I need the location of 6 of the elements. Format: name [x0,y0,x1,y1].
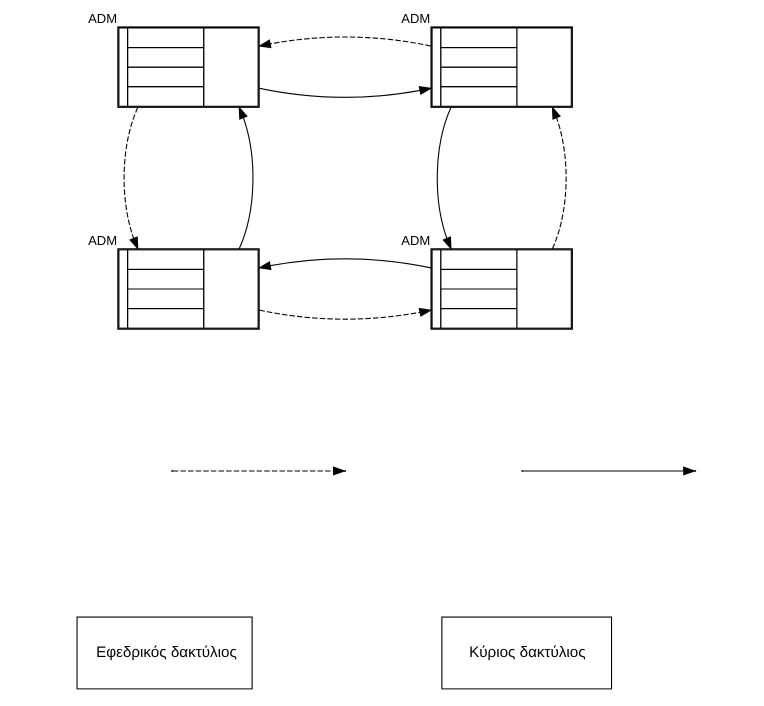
node-label: ADM [88,233,118,248]
legend-label: Κύριος δακτύλιος [469,644,586,662]
node-label: ADM [401,233,430,248]
legend-label: Εφεδρικός δακτύλιος [96,644,237,662]
node-label: ADM [88,11,118,26]
node-label: ADM [401,11,430,26]
